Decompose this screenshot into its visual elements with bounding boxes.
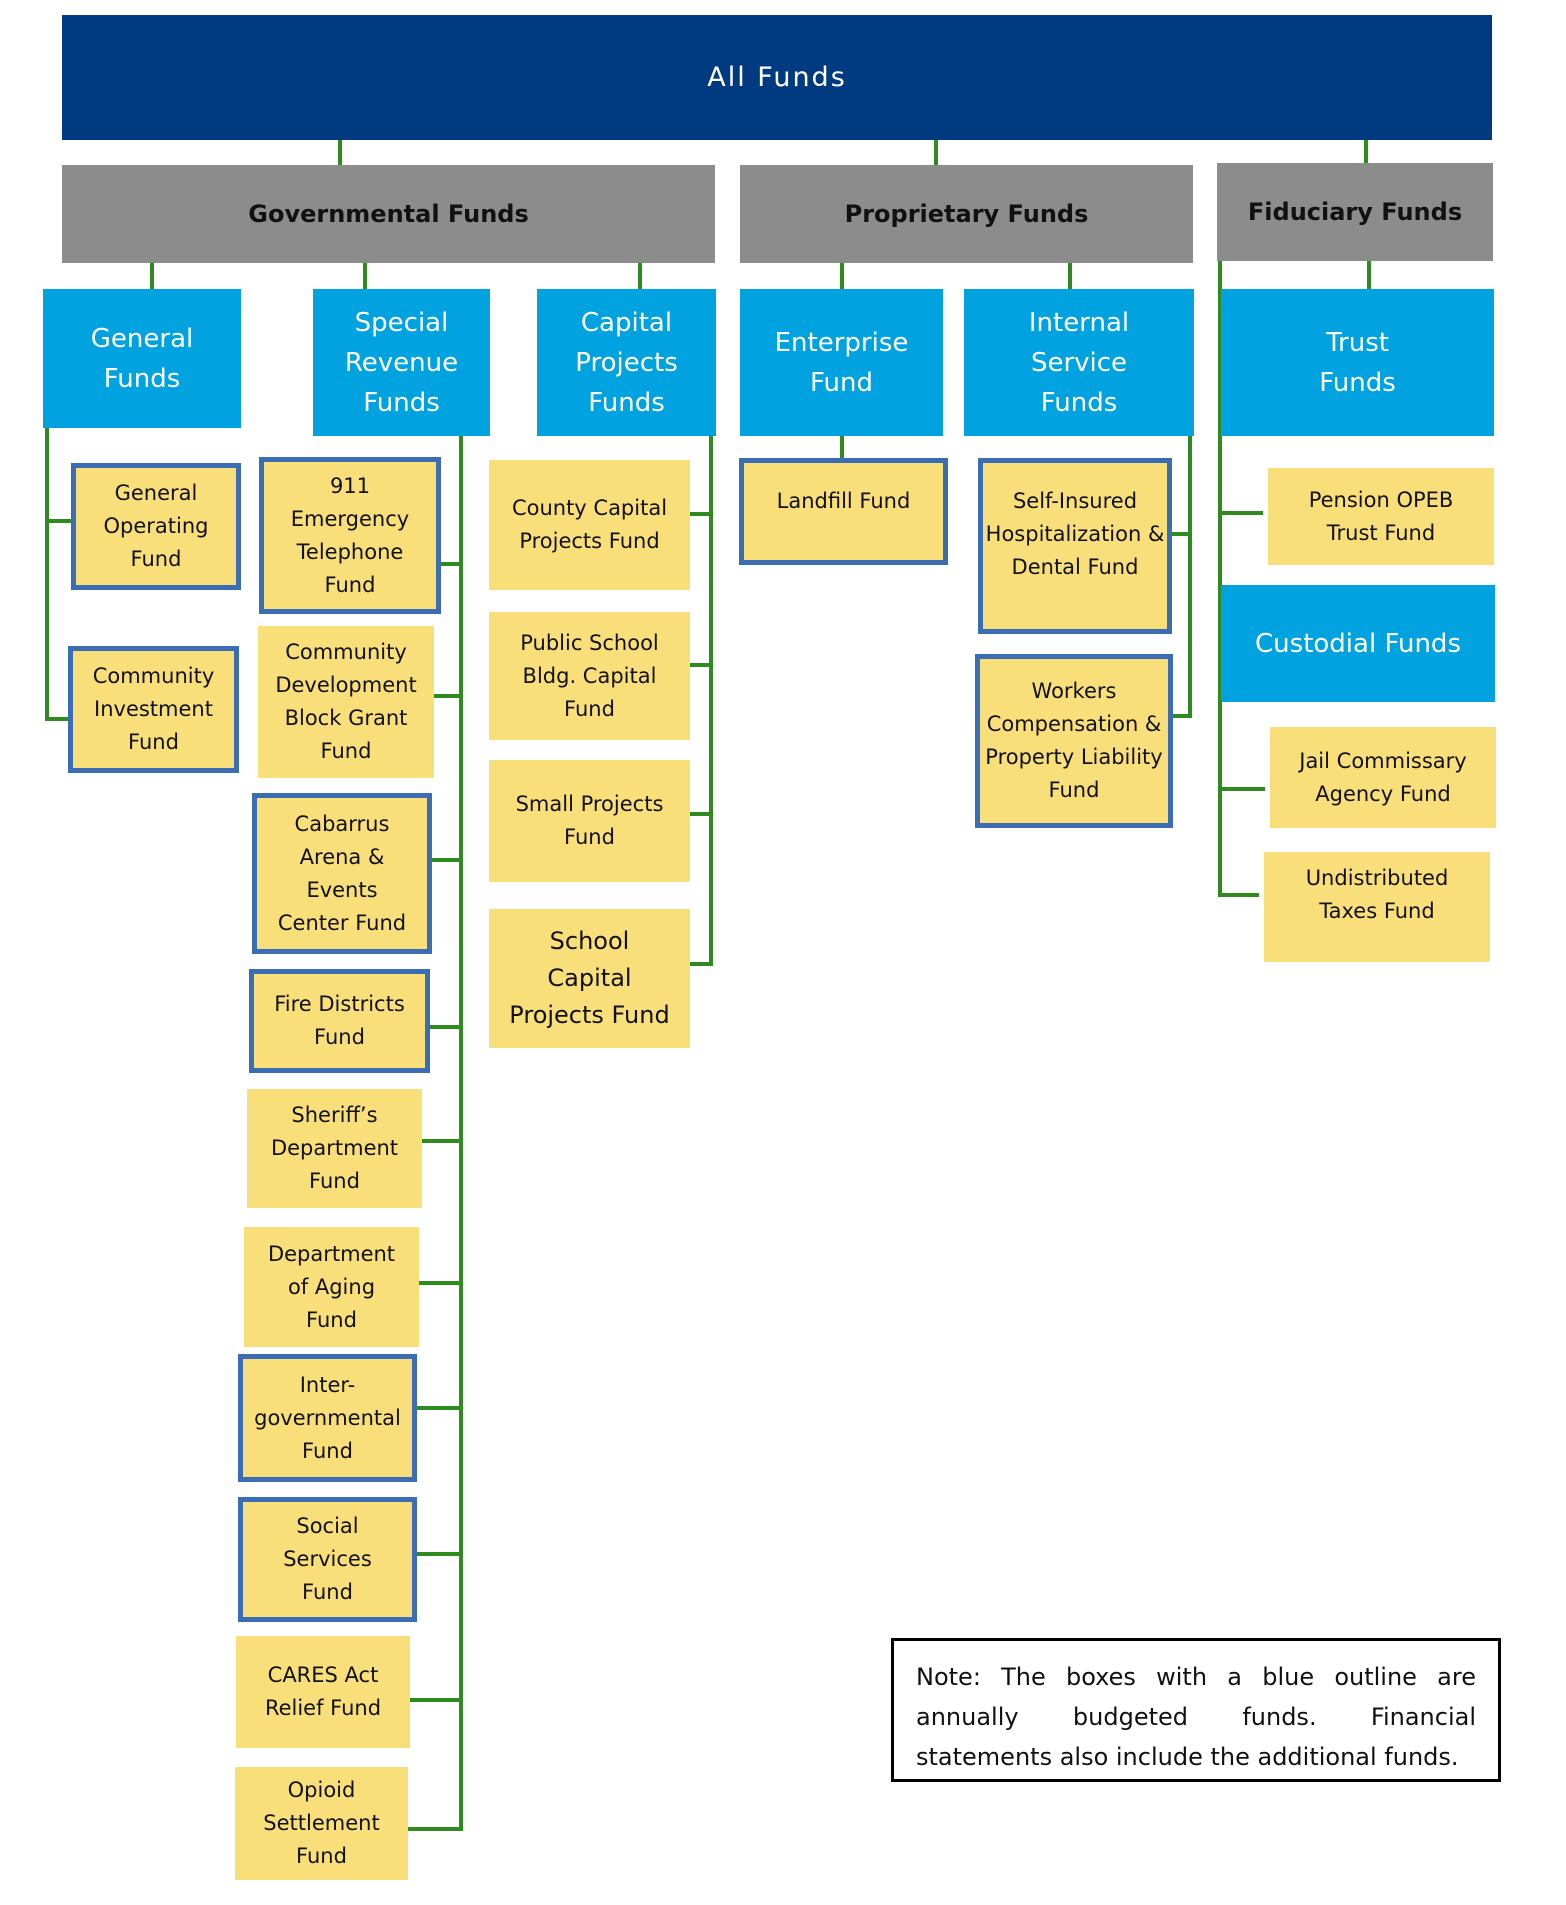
branch-workers-comp	[1170, 714, 1192, 718]
fund-public-school-bldg-capital: Public School Bldg. Capital Fund	[489, 612, 690, 740]
connector-prop-internal	[1068, 263, 1072, 289]
branch-general-operating	[45, 519, 74, 523]
category-proprietary-funds: Proprietary Funds	[740, 165, 1193, 263]
fund-social-services: Social Services Fund	[238, 1497, 417, 1622]
connector-gov-general	[150, 263, 154, 289]
branch-undistributed	[1218, 893, 1259, 897]
branch-pension-opeb	[1218, 511, 1263, 515]
fund-community-development-block-grant: Community Development Block Grant Fund	[258, 626, 434, 778]
branch-intergovernmental	[416, 1406, 461, 1410]
fund-cabarrus-arena: Cabarrus Arena & Events Center Fund	[252, 793, 432, 954]
subcategory-capital-projects-funds: Capital Projects Funds	[537, 289, 716, 436]
connector-enterprise-landfill	[840, 436, 844, 458]
branch-self-insured	[1170, 532, 1192, 536]
connector-fid-trust	[1367, 261, 1371, 289]
fund-sheriffs-department: Sheriff’s Department Fund	[247, 1089, 422, 1208]
spine-capital-projects	[709, 436, 713, 966]
branch-911	[440, 562, 461, 566]
fund-cares-act-relief: CARES Act Relief Fund	[236, 1636, 410, 1748]
fund-fire-districts: Fire Districts Fund	[249, 969, 430, 1073]
fund-pension-opeb-trust: Pension OPEB Trust Fund	[1268, 468, 1494, 565]
category-fiduciary-funds: Fiduciary Funds	[1217, 163, 1493, 261]
connector-gov-capital	[638, 263, 642, 289]
connector-root-fiduciary	[1364, 140, 1368, 163]
branch-opioid	[407, 1827, 461, 1831]
fund-school-capital-projects: School Capital Projects Fund	[489, 909, 690, 1048]
branch-sheriffs	[421, 1139, 461, 1143]
branch-small-projects	[689, 812, 713, 816]
fund-small-projects: Small Projects Fund	[489, 760, 690, 882]
category-governmental-funds: Governmental Funds	[62, 165, 715, 263]
note-box: Note: The boxes with a blue outline are …	[891, 1638, 1501, 1782]
spine-internal-service	[1188, 436, 1192, 718]
branch-public-school	[689, 663, 713, 667]
fund-undistributed-taxes: Undistributed Taxes Fund	[1264, 852, 1490, 962]
subcategory-custodial-funds: Custodial Funds	[1221, 585, 1495, 702]
fund-landfill: Landfill Fund	[739, 458, 948, 565]
fund-self-insured-hospitalization-dental: Self-Insured Hospitalization & Dental Fu…	[978, 458, 1172, 634]
subcategory-general-funds: General Funds	[43, 289, 241, 428]
branch-jail-commissary	[1218, 787, 1265, 791]
branch-social-services	[416, 1552, 461, 1556]
subcategory-enterprise-fund: Enterprise Fund	[740, 289, 943, 436]
branch-school-capital	[689, 962, 713, 966]
note-text: Note: The boxes with a blue outline are …	[916, 1663, 1476, 1771]
branch-cdbg	[433, 694, 461, 698]
branch-county-capital	[689, 512, 713, 516]
branch-cares	[409, 1698, 461, 1702]
branch-aging	[418, 1281, 461, 1285]
subcategory-trust-funds: Trust Funds	[1221, 289, 1494, 436]
root-all-funds: All Funds	[62, 15, 1492, 140]
fund-911-emergency-telephone: 911 Emergency Telephone Fund	[259, 457, 441, 614]
fund-intergovernmental: Inter- governmental Fund	[238, 1354, 417, 1482]
spine-general	[45, 428, 49, 719]
subcategory-special-revenue-funds: Special Revenue Funds	[313, 289, 490, 436]
spine-special-revenue	[459, 436, 463, 1831]
fund-county-capital-projects: County Capital Projects Fund	[489, 460, 690, 590]
connector-gov-special	[363, 263, 367, 289]
fund-general-operating: General Operating Fund	[71, 463, 241, 590]
fund-department-of-aging: Department of Aging Fund	[244, 1227, 419, 1347]
connector-root-governmental	[338, 140, 342, 165]
fund-community-investment: Community Investment Fund	[68, 646, 239, 773]
fund-opioid-settlement: Opioid Settlement Fund	[235, 1767, 408, 1880]
subcategory-internal-service-funds: Internal Service Funds	[964, 289, 1194, 436]
spine-fiduciary	[1218, 261, 1222, 897]
fund-jail-commissary-agency: Jail Commissary Agency Fund	[1270, 727, 1496, 828]
branch-community-investment	[45, 717, 71, 721]
connector-root-proprietary	[934, 140, 938, 165]
branch-cabarrus	[431, 858, 461, 862]
branch-fire-districts	[429, 1025, 461, 1029]
fund-workers-compensation-property-liability: Workers Compensation & Property Liabilit…	[975, 654, 1173, 828]
connector-prop-enterprise	[840, 263, 844, 289]
